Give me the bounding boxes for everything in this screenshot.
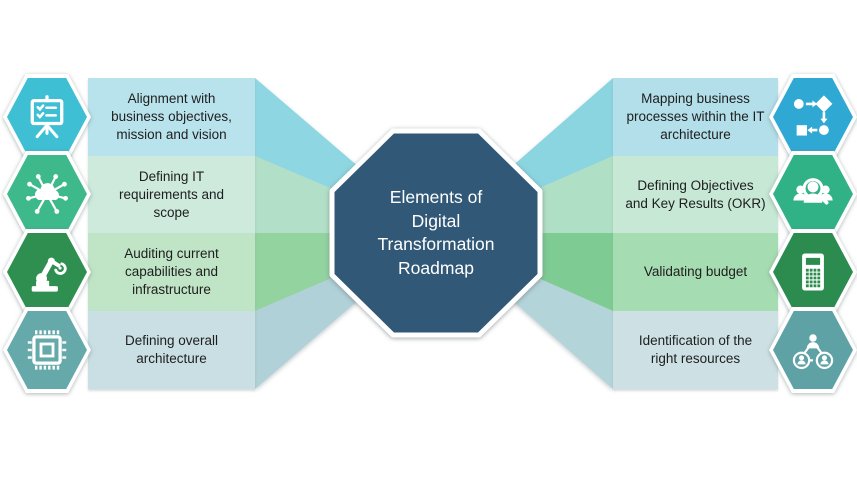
right-band-2: Defining Objectives and Key Results (OKR… [613,156,778,233]
people-network-icon [792,334,834,370]
flowchart-icon [793,95,833,136]
left-item-label-1: Alignment with business objectives, miss… [111,91,232,142]
right-band-4: Identification of the right resources [613,311,778,389]
robot-arm-icon [31,257,67,292]
calculator-icon [802,253,824,291]
left-hexagon-1 [3,74,91,160]
right-hexagon-1 [769,74,857,160]
right-item-label-3: Validating budget [643,264,748,279]
diagram-title: Elements of Digital Transformation Roadm… [377,187,495,278]
cloud-network-icon [26,174,68,214]
center-octagon-shape [329,128,543,338]
left-item-label-3: Auditing current capabilities and infras… [124,246,219,297]
presentation-board-icon [30,95,64,139]
left-band-1: Alignment with business objectives, miss… [88,78,255,156]
left-hexagon-2 [3,151,91,237]
right-band-1: Mapping business processes within the IT… [613,78,778,156]
left-hexagon-4 [3,307,91,393]
people-search-icon [793,178,833,205]
left-item-label-2: Defining IT requirements and scope [118,168,225,220]
right-item-label-1: Mapping business processes within the IT… [626,91,765,142]
left-band-2: Defining IT requirements and scope [88,156,255,233]
right-item-label-4: Identification of the right resources [638,333,753,366]
right-band-3: Validating budget [613,233,778,311]
right-hexagon-2 [769,151,857,237]
left-band-4: Defining overall architecture [88,311,255,389]
cpu-chip-icon [27,330,67,370]
left-band-3: Auditing current capabilities and infras… [88,233,255,311]
right-item-label-2: Defining Objectives and Key Results (OKR… [625,177,766,211]
right-hexagon-4 [769,307,857,393]
left-hexagon-3 [3,229,91,315]
left-item-label-4: Defining overall architecture [124,333,219,366]
center-octagon [329,128,543,338]
right-hexagon-3 [769,229,857,315]
